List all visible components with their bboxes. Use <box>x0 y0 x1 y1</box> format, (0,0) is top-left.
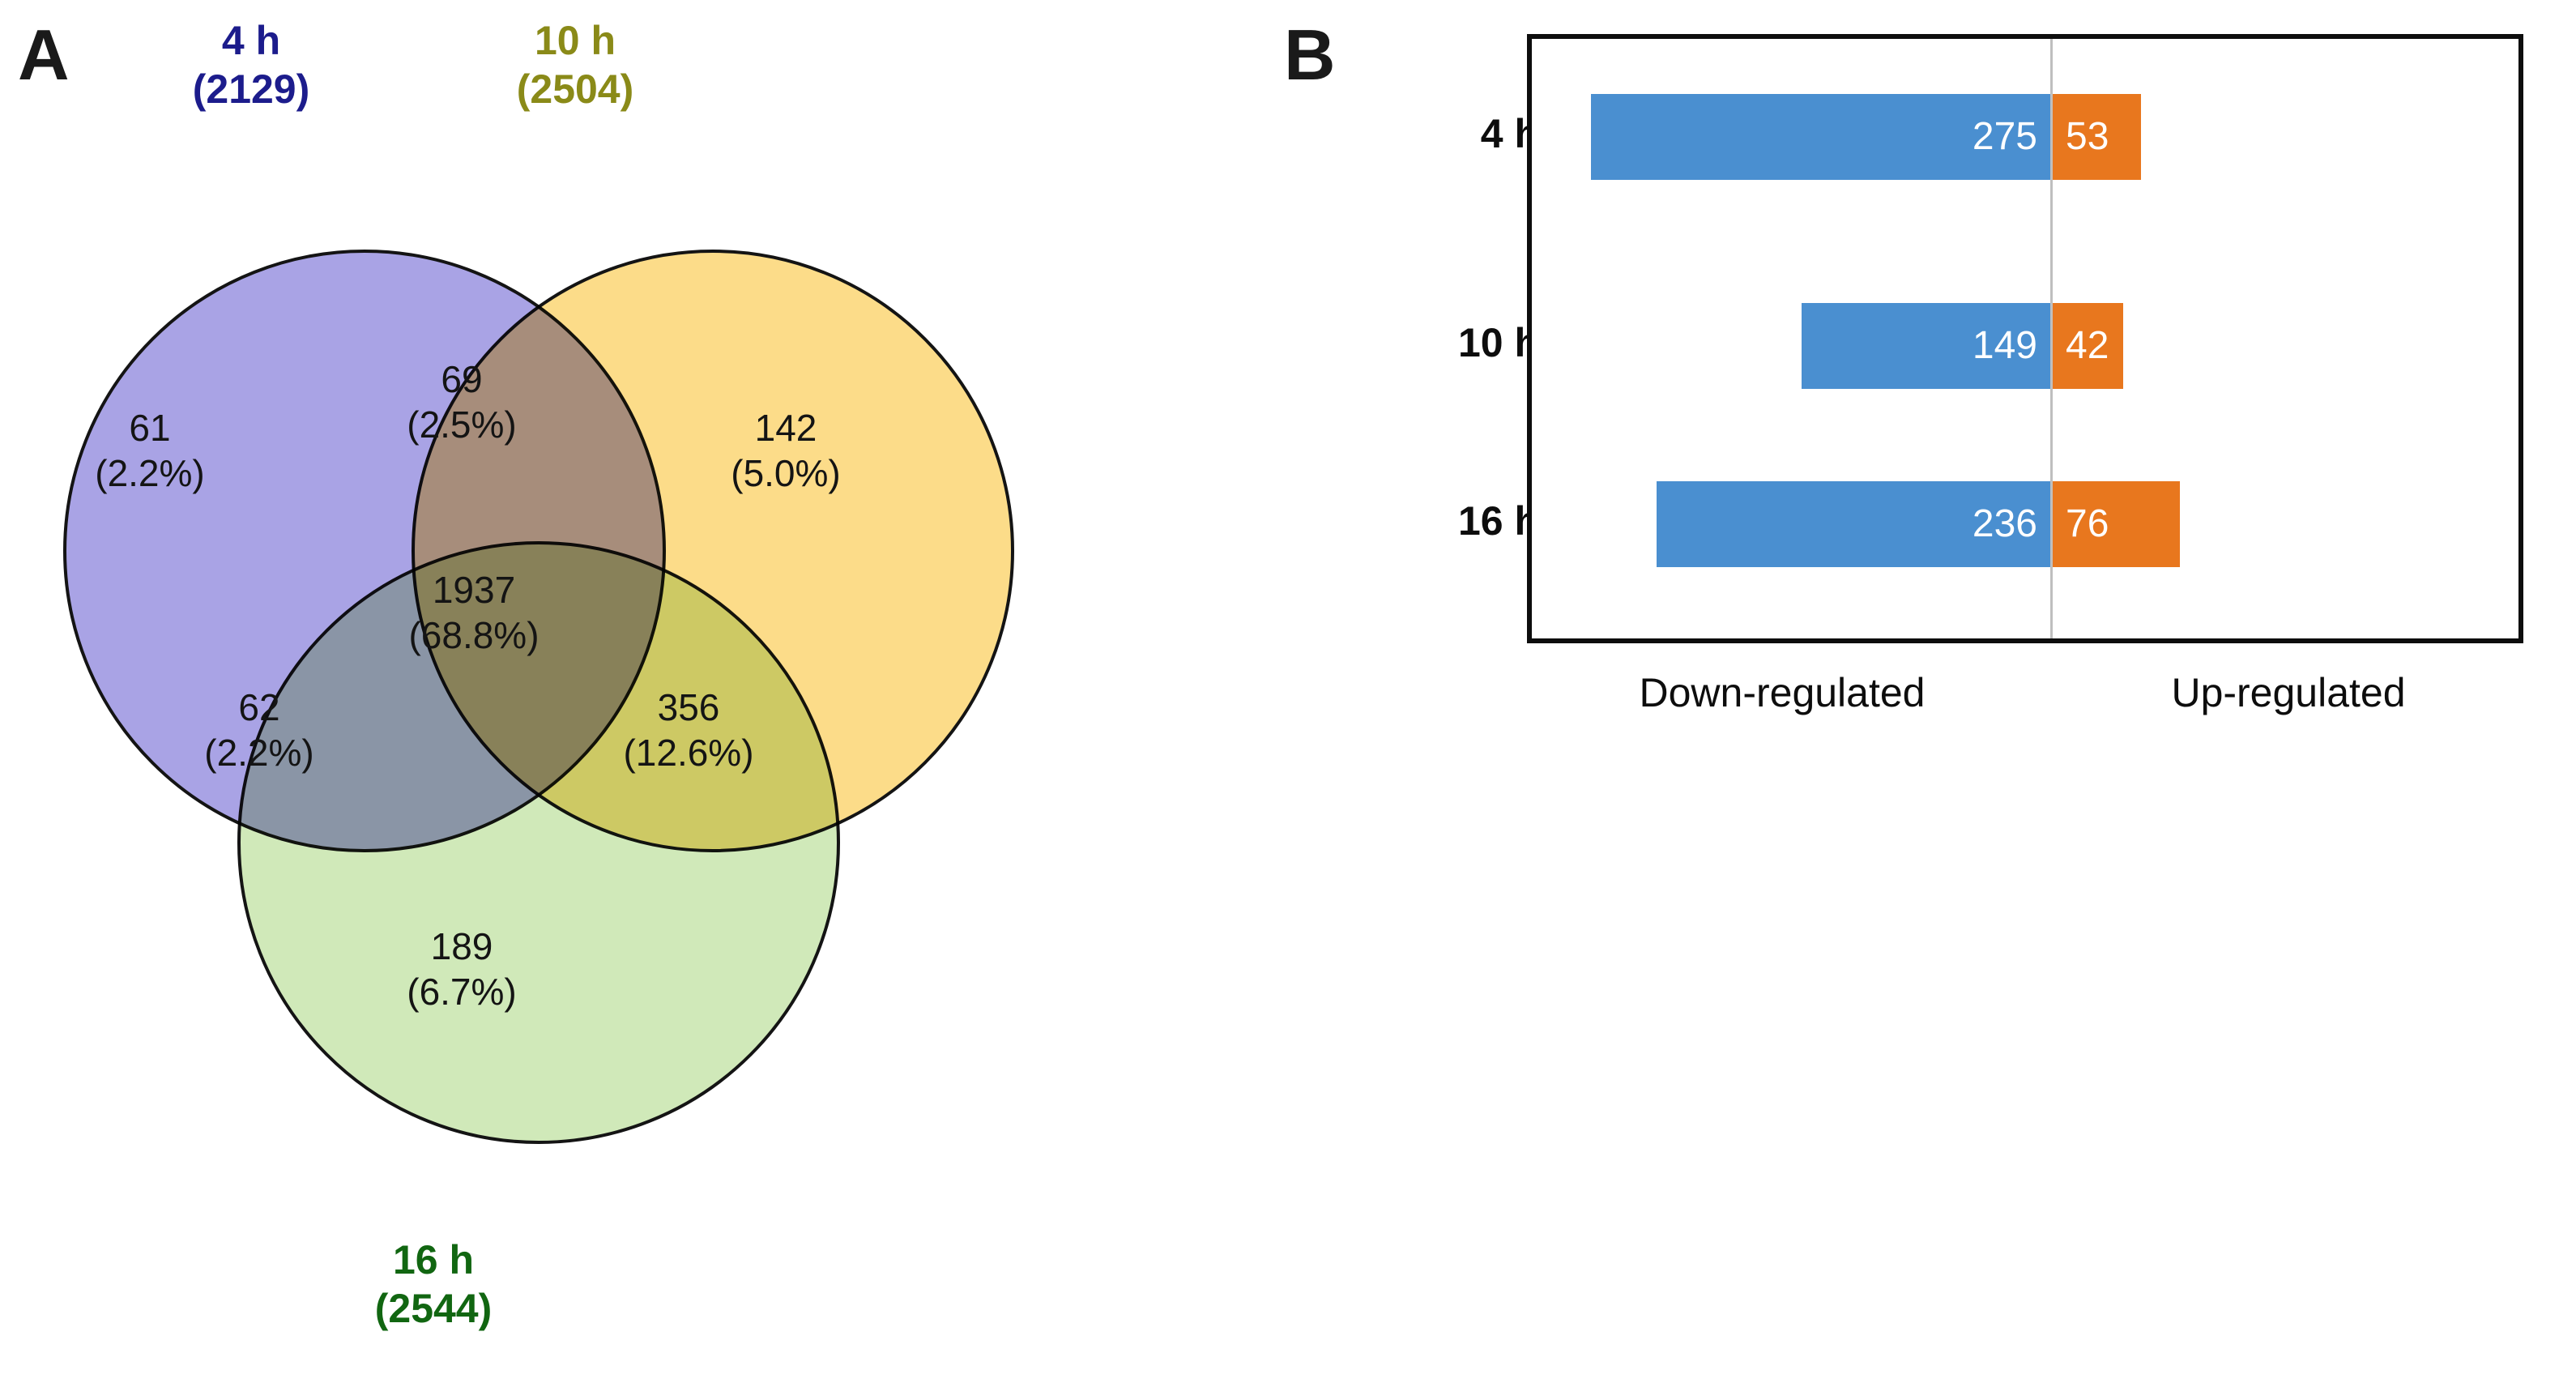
venn-set-title-10h: 10 h (2504) <box>516 18 634 112</box>
venn-region-4h-16h: 62 (2.2%) <box>204 686 314 775</box>
bar-value-up-16h: 76 <box>2066 502 2109 545</box>
venn-region-4h-10h: 69 (2.5%) <box>407 358 517 446</box>
bar-row-10h: 149 42 <box>1532 303 2518 389</box>
venn-region-16h-only: 189 (6.7%) <box>407 925 517 1014</box>
venn-region-10h-only: 142 (5.0%) <box>731 407 841 495</box>
bar-row-label-4h: 4 h <box>1480 111 1539 156</box>
bar-value-down-16h: 236 <box>1972 502 2037 545</box>
bar-row-label-16h: 16 h <box>1457 498 1539 544</box>
axis-caption-down-regulated: Down-regulated <box>1639 670 1926 715</box>
venn-region-all-three: 1937 (68.8%) <box>408 569 540 657</box>
venn-circles-svg <box>63 250 1014 1144</box>
panel-a-letter: A <box>18 15 70 95</box>
bar-up-16h[interactable]: 76 <box>2053 481 2180 567</box>
venn-circle-16h <box>237 541 840 1144</box>
bar-row-16h: 236 76 <box>1532 481 2518 567</box>
bar-row-label-10h: 10 h <box>1457 320 1539 365</box>
bar-down-16h[interactable]: 236 <box>1657 481 2050 567</box>
bar-value-down-10h: 149 <box>1972 324 2037 367</box>
venn-set-title-4h: 4 h (2129) <box>192 18 310 112</box>
venn-set-title-16h: 16 h (2544) <box>374 1237 493 1331</box>
zero-axis-line <box>2050 39 2053 638</box>
bar-value-up-4h: 53 <box>2066 115 2109 158</box>
bar-down-4h[interactable]: 275 <box>1591 94 2050 180</box>
bar-chart-plot-area: 275 53 149 42 236 76 <box>1527 34 2523 643</box>
venn-region-10h-16h: 356 (12.6%) <box>623 686 754 775</box>
bar-row-4h: 275 53 <box>1532 94 2518 180</box>
bar-up-4h[interactable]: 53 <box>2053 94 2141 180</box>
bar-up-10h[interactable]: 42 <box>2053 303 2123 389</box>
venn-diagram: 4 h (2129) 10 h (2504) 16 h (2544) 61 (2… <box>0 0 1215 1400</box>
panel-b-bar-chart: B 4 h 10 h 16 h 275 53 149 42 <box>1215 0 2576 1400</box>
panel-a-venn: A 4 h (2129) 10 h (2504) 16 h (2544) 61 … <box>0 0 1215 1400</box>
axis-caption-up-regulated: Up-regulated <box>2171 670 2406 715</box>
panel-b-letter: B <box>1284 15 1336 95</box>
venn-region-4h-only: 61 (2.2%) <box>95 407 205 495</box>
bar-down-10h[interactable]: 149 <box>1802 303 2050 389</box>
bar-value-up-10h: 42 <box>2066 324 2109 367</box>
bar-value-down-4h: 275 <box>1972 115 2037 158</box>
